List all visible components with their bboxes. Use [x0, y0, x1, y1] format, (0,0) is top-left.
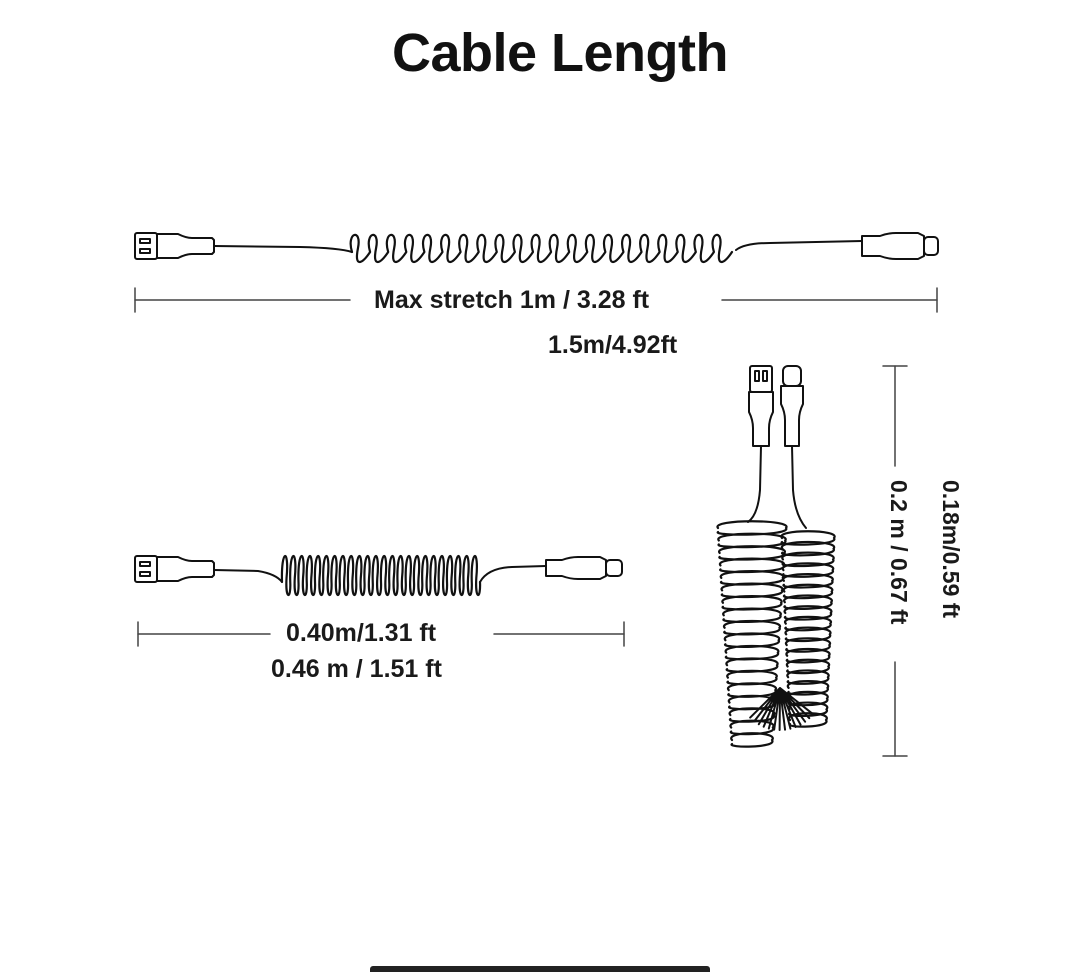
- coil-loops: [349, 233, 734, 264]
- usb-c-connector-icon: [780, 365, 804, 447]
- relaxed-length-label: 0.40m/1.31 ft: [286, 619, 437, 647]
- diagram-title: Cable Length: [391, 23, 729, 83]
- usb-c-connector-icon: [545, 556, 623, 580]
- usb-a-connector-icon: [748, 365, 774, 447]
- cable-wire-right: [791, 445, 807, 529]
- cable-coil-relaxed: [280, 555, 482, 597]
- stretched-length-alt-label: 1.5m/4.92ft: [548, 331, 678, 359]
- relaxed-length-alt-label: 0.46 m / 1.51 ft: [271, 655, 442, 683]
- coiled-cable: [716, 365, 836, 748]
- usb-a-connector-icon: [134, 555, 215, 583]
- coiled-length-alt-label: 0.2 m / 0.67 ft: [886, 480, 912, 625]
- dimension-line-relaxed: [137, 621, 625, 647]
- coiled-length-label: 0.18m/0.59 ft: [938, 480, 964, 619]
- stretched-cable: [134, 232, 939, 264]
- cable-wire-right: [479, 565, 547, 583]
- coiled-cable-icon: [716, 520, 836, 748]
- relaxed-cable: [134, 555, 623, 597]
- coil-stack-right: [780, 530, 836, 728]
- coil-loops: [280, 555, 482, 597]
- usb-c-connector-icon: [861, 232, 939, 260]
- cable-wire-right: [735, 240, 863, 251]
- page-scroll-indicator: [370, 966, 710, 972]
- cable-coil-stretched: [349, 233, 734, 264]
- usb-a-connector-icon: [134, 232, 215, 260]
- cable-wire-left: [213, 569, 283, 583]
- cable-wire-left: [213, 245, 353, 253]
- dimension-line-stretched: [134, 287, 938, 313]
- stretched-length-label: Max stretch 1m / 3.28 ft: [374, 286, 650, 314]
- dimension-line-coiled: [882, 365, 908, 757]
- coil-knot: [749, 687, 814, 731]
- cable-wire-left: [747, 445, 762, 523]
